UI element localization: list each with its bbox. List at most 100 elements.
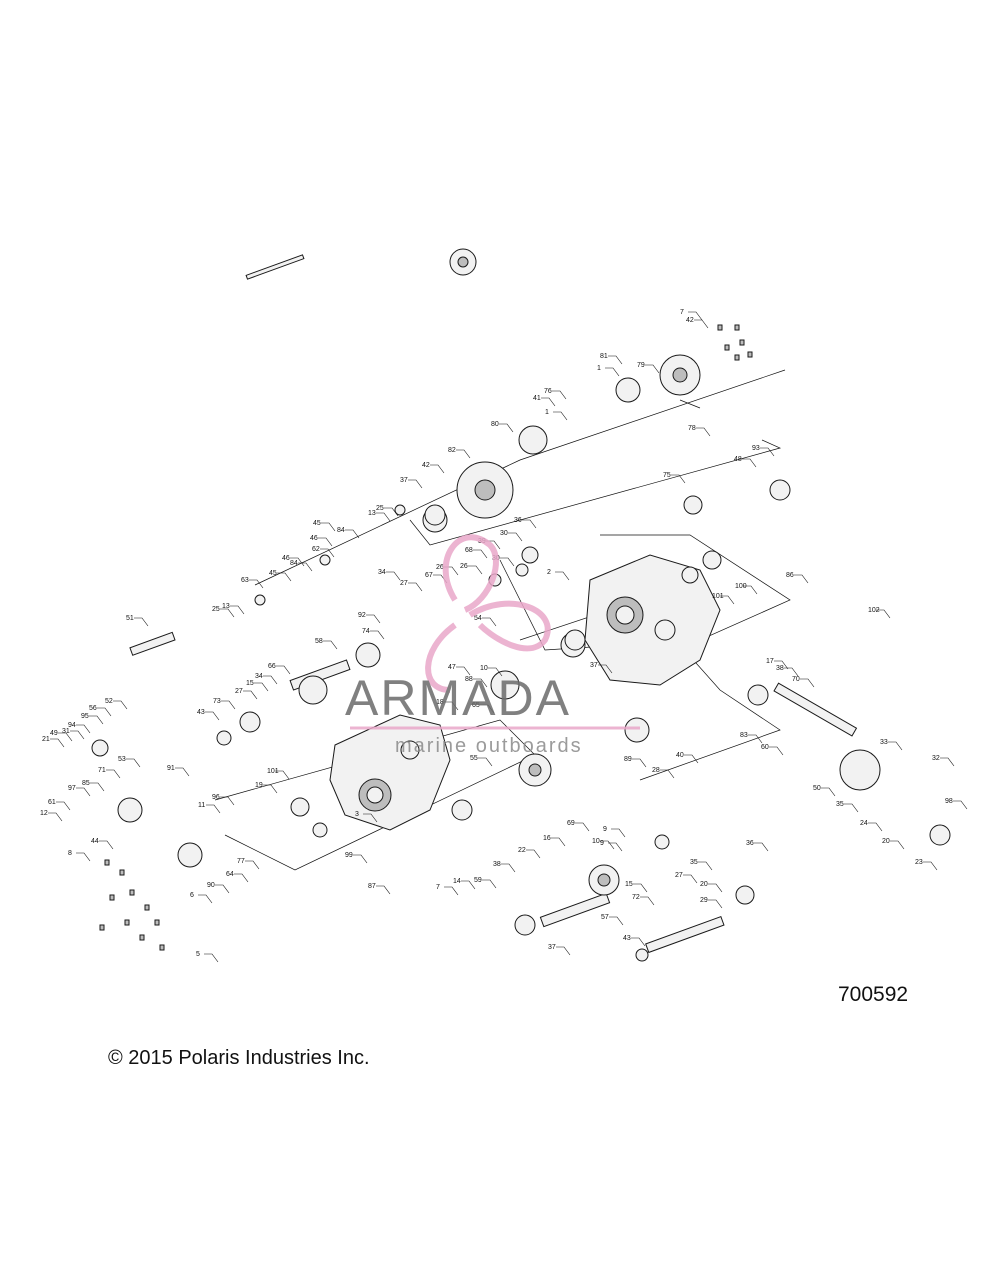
callout-label-92: 92 bbox=[358, 612, 366, 619]
callout-label-26: 26 bbox=[436, 564, 444, 571]
callout-leader-27 bbox=[243, 690, 258, 700]
callout-label-91: 91 bbox=[167, 765, 175, 772]
callout-leader-19 bbox=[263, 784, 278, 794]
callout-label-63: 63 bbox=[241, 577, 249, 584]
callout-leader-26 bbox=[468, 565, 483, 575]
callout-leader-81 bbox=[608, 355, 623, 365]
callout-leader-37 bbox=[598, 664, 613, 674]
callout-leader-91 bbox=[175, 767, 190, 777]
callout-label-34: 34 bbox=[255, 673, 263, 680]
callout-leader-45 bbox=[321, 522, 336, 532]
callout-leader-42 bbox=[694, 319, 709, 329]
callout-leader-77 bbox=[245, 860, 260, 870]
callout-leader-89 bbox=[632, 758, 647, 768]
watermark-subtitle: marine outboards bbox=[395, 735, 583, 757]
callout-label-27: 27 bbox=[675, 872, 683, 879]
callout-leader-54 bbox=[482, 617, 497, 627]
callout-label-94: 94 bbox=[68, 722, 76, 729]
callout-label-15: 15 bbox=[625, 881, 633, 888]
callout-label-18: 18 bbox=[436, 699, 444, 706]
callout-label-96: 96 bbox=[212, 794, 220, 801]
callout-leader-52 bbox=[113, 700, 128, 710]
callout-label-44: 44 bbox=[91, 838, 99, 845]
callout-leader-9 bbox=[608, 842, 623, 852]
callout-label-14: 14 bbox=[453, 878, 461, 885]
callout-leader-15 bbox=[633, 883, 648, 893]
callout-leader-57 bbox=[609, 916, 624, 926]
callout-label-90: 90 bbox=[207, 882, 215, 889]
callout-leader-46 bbox=[318, 537, 333, 547]
callout-leader-37 bbox=[556, 946, 571, 956]
callout-leader-29 bbox=[708, 899, 723, 909]
callout-label-37: 37 bbox=[548, 944, 556, 951]
callout-label-35: 35 bbox=[690, 859, 698, 866]
callout-label-72: 72 bbox=[632, 894, 640, 901]
callout-label-62: 62 bbox=[312, 546, 320, 553]
callout-label-1: 1 bbox=[597, 365, 601, 372]
callout-label-95: 95 bbox=[81, 713, 89, 720]
callout-leader-10 bbox=[488, 667, 503, 677]
callout-label-71: 71 bbox=[98, 767, 106, 774]
callout-leader-53 bbox=[126, 758, 141, 768]
callout-leader-101 bbox=[275, 770, 290, 780]
callout-label-8: 8 bbox=[68, 850, 72, 857]
callout-label-87: 87 bbox=[368, 883, 376, 890]
callout-label-36: 36 bbox=[514, 517, 522, 524]
callout-leader-85 bbox=[90, 782, 105, 792]
callout-label-74: 74 bbox=[362, 628, 370, 635]
callout-label-68: 68 bbox=[465, 547, 473, 554]
callout-leader-56 bbox=[97, 707, 112, 717]
callout-leader-20 bbox=[890, 840, 905, 850]
callout-label-20: 20 bbox=[700, 881, 708, 888]
callout-leader-14 bbox=[461, 880, 476, 890]
callout-leader-42 bbox=[430, 464, 445, 474]
callout-label-27: 27 bbox=[400, 580, 408, 587]
callout-leader-20 bbox=[708, 883, 723, 893]
callout-leader-36 bbox=[754, 842, 769, 852]
callout-label-84: 84 bbox=[337, 527, 345, 534]
callout-label-17: 17 bbox=[766, 658, 774, 665]
callout-label-56: 56 bbox=[89, 705, 97, 712]
callout-label-78: 78 bbox=[688, 425, 696, 432]
callout-label-9: 9 bbox=[603, 826, 607, 833]
callout-leader-95 bbox=[89, 715, 104, 725]
callout-label-26: 26 bbox=[460, 563, 468, 570]
fasteners bbox=[99, 324, 753, 951]
callout-label-30: 30 bbox=[500, 530, 508, 537]
callout-leader-18 bbox=[444, 701, 459, 711]
callout-label-73: 73 bbox=[213, 698, 221, 705]
callout-label-53: 53 bbox=[118, 756, 126, 763]
callout-leader-48 bbox=[742, 458, 757, 468]
callout-label-32: 32 bbox=[932, 755, 940, 762]
callout-leader-1 bbox=[605, 367, 620, 377]
callout-leader-50 bbox=[821, 787, 836, 797]
callout-label-13: 13 bbox=[222, 603, 230, 610]
callout-leader-80 bbox=[499, 423, 514, 433]
callout-leader-27 bbox=[683, 874, 698, 884]
callout-leader-99 bbox=[353, 854, 368, 864]
callout-leader-35 bbox=[844, 803, 859, 813]
callout-label-101: 101 bbox=[267, 768, 279, 775]
callout-label-77: 77 bbox=[237, 858, 245, 865]
callout-leader-5 bbox=[204, 953, 219, 963]
callout-label-102: 102 bbox=[868, 607, 880, 614]
callout-leader-28 bbox=[660, 769, 675, 779]
callout-leader-65 bbox=[480, 704, 495, 714]
callout-leader-84 bbox=[345, 529, 360, 539]
callout-label-35: 35 bbox=[836, 801, 844, 808]
callout-leader-15 bbox=[254, 682, 269, 692]
callout-label-64: 64 bbox=[226, 871, 234, 878]
callout-label-24: 24 bbox=[860, 820, 868, 827]
callout-leader-38 bbox=[784, 667, 799, 677]
callout-leader-34 bbox=[263, 675, 278, 685]
callout-leader-63 bbox=[249, 579, 264, 589]
callout-leader-75 bbox=[671, 474, 686, 484]
callout-leader-102 bbox=[876, 609, 891, 619]
callout-label-13: 13 bbox=[368, 510, 376, 517]
callout-leader-7 bbox=[688, 311, 703, 321]
callout-label-27: 27 bbox=[235, 688, 243, 695]
callout-label-12: 12 bbox=[40, 810, 48, 817]
callout-label-88: 88 bbox=[465, 676, 473, 683]
callout-label-11: 11 bbox=[198, 802, 205, 809]
